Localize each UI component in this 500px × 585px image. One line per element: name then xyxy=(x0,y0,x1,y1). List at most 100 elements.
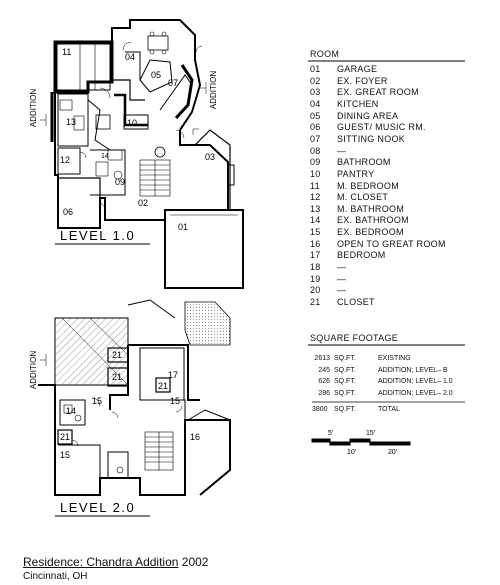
level-2-label: LEVEL 2.0 xyxy=(60,500,135,515)
sqft-total-desc: TOTAL xyxy=(378,406,400,413)
sqft-desc: ADDITION; LEVEL– B xyxy=(378,366,448,374)
room-label: 11 xyxy=(62,47,71,57)
room-name: DINING AREA xyxy=(337,110,399,121)
room-label: 05 xyxy=(151,70,161,80)
room-name: OPEN TO GREAT ROOM xyxy=(337,238,446,249)
room-number: 11 xyxy=(310,180,320,191)
level-1-outer-wall xyxy=(111,19,229,211)
room-legend-item: 07 SITTING NOOK xyxy=(310,134,405,145)
room-number: 03 xyxy=(310,87,321,98)
garage-outline xyxy=(164,209,244,289)
caption-title: Residence: Chandra Addition 2002 xyxy=(23,555,208,569)
room-label: 14 xyxy=(66,406,76,416)
sqft-desc: EXISTING xyxy=(378,355,411,362)
room-label: 06 xyxy=(63,207,73,217)
sqft-unit: SQ.FT. xyxy=(334,366,356,374)
room-name: SITTING NOOK xyxy=(337,133,406,144)
room-label: 15 xyxy=(60,450,70,460)
sqft-value: 245 xyxy=(318,366,330,374)
room-name: — xyxy=(337,145,347,156)
room-legend-item: 08 — xyxy=(310,146,346,157)
room-label: 15 xyxy=(92,396,102,406)
room-number: 21 xyxy=(310,297,321,307)
level-1-plan xyxy=(40,19,244,289)
room-name: M. BEDROOM xyxy=(337,180,400,191)
room-label: 13 xyxy=(66,117,76,127)
room-legend-title: ROOM xyxy=(310,49,340,59)
room-label: 01 xyxy=(178,222,188,232)
room-number: 15 xyxy=(310,227,321,238)
sqft-desc: ADDITION; LEVEL– 2.0 xyxy=(378,389,453,397)
room-name: M. BATHROOM xyxy=(337,203,405,214)
room-label: 03 xyxy=(205,152,215,162)
room-number: 18 xyxy=(310,262,321,273)
sqft-total-value: 3800 xyxy=(312,406,328,413)
room-name: — xyxy=(337,262,347,273)
room-name: EX. FOYER xyxy=(337,75,388,86)
scale-label: 15' xyxy=(366,430,375,437)
sqft-desc: ADDITION; LEVEL– 1.0 xyxy=(378,378,453,385)
room-legend-item: 06 GUEST/ MUSIC RM. xyxy=(310,122,426,133)
room-name: CLOSET xyxy=(337,297,375,307)
level-2-outer-wall xyxy=(38,384,231,496)
room-legend-item: 20 — xyxy=(310,285,346,296)
room-number: 01 xyxy=(310,64,321,74)
room-legend-item: 04 KITCHEN xyxy=(310,99,379,110)
sqft-value: 2613 xyxy=(314,355,330,362)
room-name: BATHROOM xyxy=(337,157,391,168)
addition-label: ADDITION xyxy=(29,351,38,389)
room-name: M. CLOSET xyxy=(337,192,389,203)
room-name: GARAGE xyxy=(337,64,378,74)
project-title: Residence: Chandra Addition xyxy=(23,555,179,569)
room-legend-item: 13 M. BATHROOM xyxy=(310,204,404,215)
room-label: 21 xyxy=(158,381,168,391)
room-number: 08 xyxy=(310,145,321,156)
room-number: 07 xyxy=(310,133,321,144)
room-label: 04 xyxy=(125,52,135,62)
room-number: 10 xyxy=(310,168,321,179)
project-location: Cincinnati, OH xyxy=(23,571,88,582)
sqft-total-unit: SQ.FT. xyxy=(334,406,356,413)
level-2-plan xyxy=(38,299,231,496)
room-legend-item: 11 M. BEDROOM xyxy=(310,181,399,192)
room-label: 21 xyxy=(60,432,70,442)
room-legend-item: 12 M. CLOSET xyxy=(310,192,388,203)
scale-label: 20' xyxy=(388,449,397,456)
sqft-value: 286 xyxy=(318,389,330,397)
scale-label: 10' xyxy=(347,449,356,456)
sqft-unit: SQ.FT. xyxy=(334,389,356,397)
room-label: 17 xyxy=(168,370,178,380)
room-number: 09 xyxy=(310,157,321,168)
room-number: 04 xyxy=(310,98,321,109)
room-name: — xyxy=(337,285,347,296)
room-label: 12 xyxy=(60,155,70,165)
room-name: KITCHEN xyxy=(337,98,379,109)
scale-bar xyxy=(311,438,411,446)
room-legend-item: 21 CLOSET xyxy=(310,297,375,308)
room-number: 06 xyxy=(310,122,321,133)
room-label: 15 xyxy=(170,396,180,406)
room-number: 19 xyxy=(310,273,321,284)
sqft-value: 626 xyxy=(318,378,330,385)
room-label: 09 xyxy=(115,177,125,187)
room-number: 13 xyxy=(310,203,321,214)
room-name: EX. BEDROOM xyxy=(337,227,404,238)
room-number: 17 xyxy=(310,250,321,261)
sqft-title: SQUARE FOOTAGE xyxy=(310,333,399,343)
room-name: EX. BATHROOM xyxy=(337,215,409,226)
room-name: GUEST/ MUSIC RM. xyxy=(337,122,426,133)
room-number: 20 xyxy=(310,285,321,296)
level-1-label: LEVEL 1.0 xyxy=(60,228,135,243)
room-number: 12 xyxy=(310,192,321,203)
room-label: 02 xyxy=(138,198,148,208)
room-number: 05 xyxy=(310,110,321,121)
room-label: 07 xyxy=(168,78,178,88)
room-legend-item: 15 EX. BEDROOM xyxy=(310,227,404,238)
room-legend-item: 09 BATHROOM xyxy=(310,157,391,168)
room-legend-item: 05 DINING AREA xyxy=(310,111,398,122)
